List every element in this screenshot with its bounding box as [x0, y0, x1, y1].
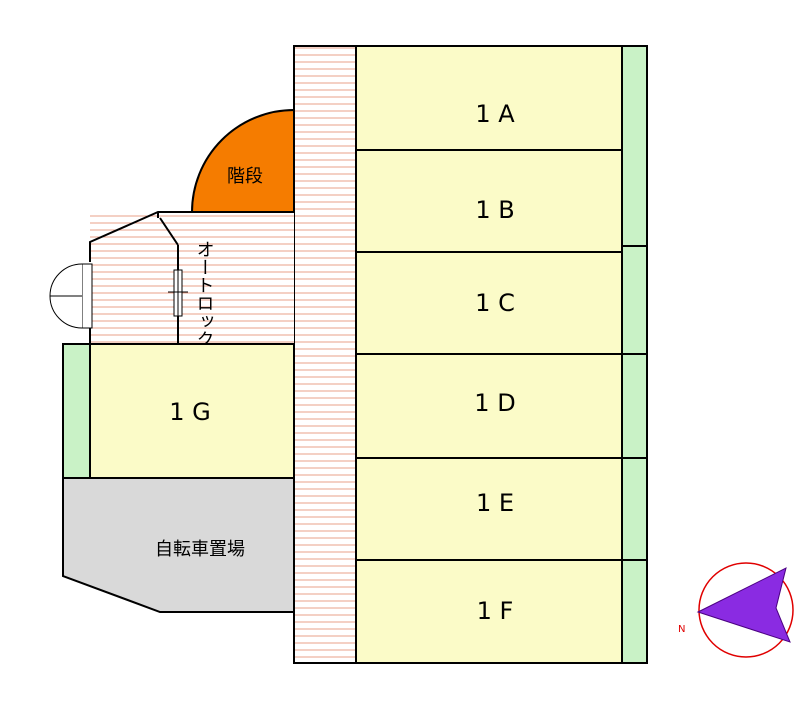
auto-lock-label: オートロック	[194, 240, 215, 348]
entrance-walls	[89, 211, 192, 344]
unit-1b-label: 1 B	[475, 196, 514, 224]
compass-arrow-icon	[696, 567, 791, 643]
unit-1e-label: 1 E	[476, 489, 514, 517]
balcony-1c	[621, 245, 648, 355]
unit-1a	[355, 45, 623, 151]
compass-north-label: N	[678, 624, 685, 635]
unit-1g-label: 1 G	[169, 398, 211, 426]
stairs-area	[190, 108, 295, 213]
entrance-doors	[49, 263, 93, 329]
balcony-1a-1b	[621, 45, 648, 247]
entrance-hall	[90, 212, 294, 344]
balcony-1f	[621, 559, 648, 664]
right-balconies	[621, 45, 648, 664]
unit-1g	[89, 343, 295, 479]
unit-1c-label: 1 C	[475, 289, 515, 317]
main-corridor	[293, 45, 357, 664]
unit-1e	[355, 457, 623, 561]
unit-1g-balcony	[62, 343, 91, 479]
compass: N	[678, 562, 794, 658]
bicycle-parking-label: 自転車置場	[155, 539, 245, 560]
auto-lock-door	[168, 269, 188, 317]
balcony-1d	[621, 353, 648, 459]
unit-1a-label: 1 A	[475, 100, 515, 128]
unit-1f	[355, 559, 623, 664]
balcony-1e	[621, 457, 648, 561]
stairs-label: 階段	[227, 166, 263, 187]
unit-1d-label: 1 D	[474, 389, 515, 417]
unit-1f-label: 1 F	[477, 597, 514, 625]
